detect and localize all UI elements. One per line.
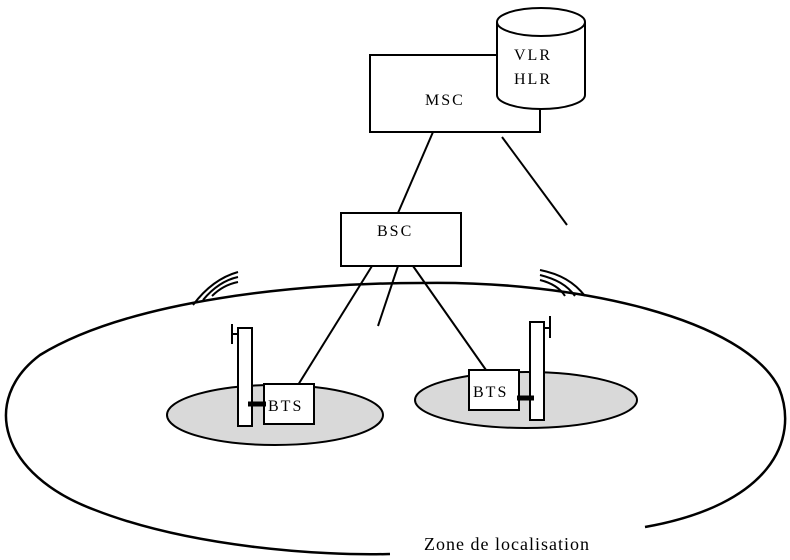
bsc-label: BSC — [377, 223, 413, 240]
link-msc-bsc — [397, 131, 434, 214]
bts-right-label: BTS — [473, 384, 508, 401]
hlr-label: HLR — [514, 71, 552, 88]
location-area-outline — [4, 281, 787, 556]
link-bsc-other — [377, 265, 399, 327]
signal-waves-right — [539, 269, 586, 297]
database-cylinder — [496, 7, 586, 110]
msc-label: MSC — [425, 92, 465, 109]
zone-label: Zone de localisation — [424, 534, 590, 554]
link-bsc-bts-right — [412, 265, 487, 371]
network-links — [297, 131, 568, 386]
link-bsc-bts-left — [297, 265, 373, 386]
bts-left-label: BTS — [268, 398, 303, 415]
link-msc-other — [501, 136, 568, 226]
signal-waves-left — [192, 271, 239, 306]
bts-right-box — [468, 369, 520, 411]
vlr-label: VLR — [514, 47, 552, 64]
bsc-box — [340, 212, 462, 267]
